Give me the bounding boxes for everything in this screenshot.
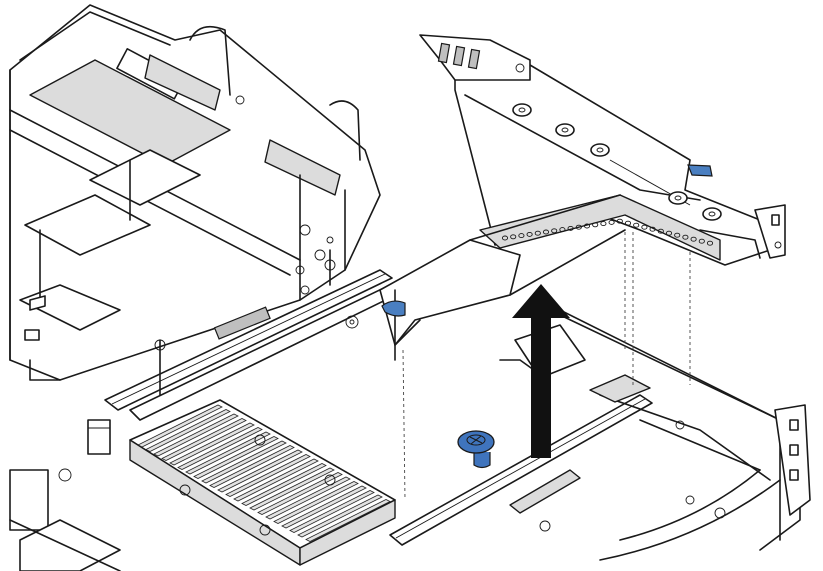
- vent-hole: [608, 219, 615, 225]
- heatsink-fin: [145, 409, 231, 452]
- heatsink-fin: [153, 413, 239, 457]
- vent-hole: [641, 224, 648, 230]
- heatsink-fin: [161, 418, 247, 461]
- heatsink: [129, 399, 396, 566]
- heatsink-fin: [225, 454, 311, 497]
- vent-hole: [616, 218, 623, 224]
- riser-cage: [379, 34, 786, 346]
- vent-hole: [674, 232, 681, 238]
- vent-hole: [698, 238, 705, 244]
- heatsink-fin: [193, 436, 279, 479]
- heatsink-fin: [265, 476, 351, 520]
- vent-hole: [600, 221, 607, 227]
- heatsink-fin: [209, 445, 295, 488]
- arrow-up-icon: [512, 284, 570, 458]
- system-board-slots: [104, 249, 653, 546]
- vent-hole: [706, 240, 714, 246]
- vent-hole: [542, 229, 550, 235]
- vent-hole: [567, 225, 574, 231]
- vent-hole: [583, 223, 591, 229]
- heatsink-fin: [233, 458, 319, 502]
- screw-icon: [457, 430, 495, 469]
- heatsink-fin: [241, 463, 327, 506]
- heatsink-fin: [201, 440, 287, 484]
- vent-hole: [518, 233, 525, 239]
- heatsink-fin: [257, 472, 343, 515]
- heatsink-fin: [217, 449, 303, 493]
- fan-cage-assembly: [9, 4, 381, 381]
- vent-hole: [534, 230, 541, 236]
- alignment-guides: [402, 232, 691, 501]
- heatsink-fin: [273, 481, 359, 524]
- heatsink-fin: [281, 485, 367, 529]
- vent-hole: [649, 226, 656, 232]
- vent-hole: [682, 234, 689, 240]
- vent-hole: [510, 234, 517, 240]
- heatsink-fin: [169, 422, 255, 466]
- board-components: [9, 315, 359, 571]
- vent-hole: [551, 228, 558, 234]
- vent-hole: [501, 235, 509, 241]
- standoffs: [512, 103, 722, 221]
- vent-hole: [690, 236, 697, 242]
- vent-hole: [633, 222, 640, 228]
- vent-hole: [575, 224, 582, 230]
- heatsink-fin: [297, 494, 383, 538]
- heatsink-fin: [249, 467, 335, 511]
- heatsink-fin: [185, 431, 271, 475]
- heatsink-fin: [177, 427, 263, 470]
- vent-hole: [665, 230, 673, 236]
- heatsink-fin: [305, 499, 391, 542]
- latch-icon: [381, 164, 713, 317]
- vent-hole: [559, 227, 566, 233]
- heatsink-fin: [289, 490, 375, 533]
- vent-hole: [624, 220, 632, 226]
- vent-hole: [592, 222, 599, 228]
- vent-hole: [657, 228, 664, 234]
- vent-hole: [526, 231, 533, 237]
